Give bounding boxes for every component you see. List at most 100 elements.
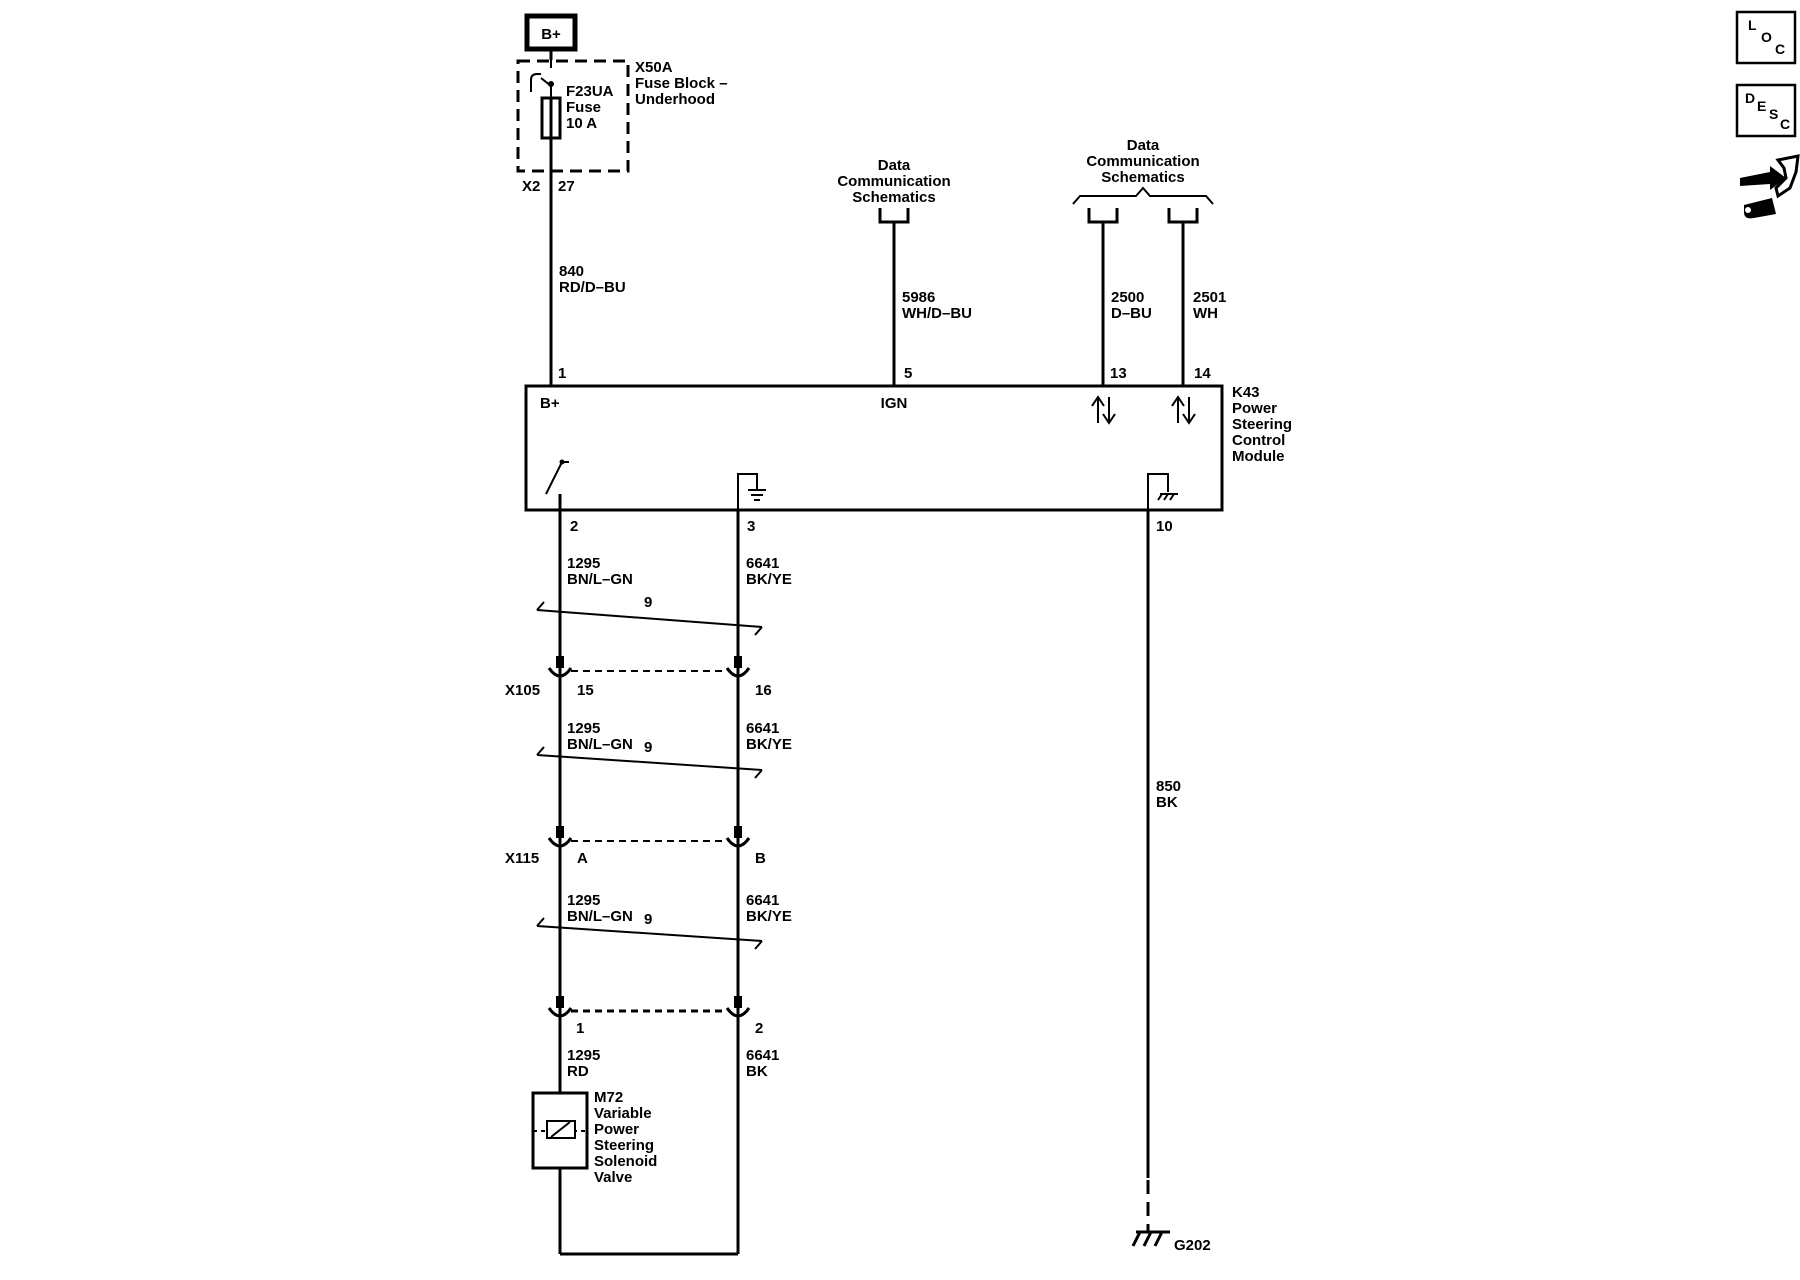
- desc-letter-s: S: [1769, 106, 1778, 122]
- fuse-word: Fuse: [566, 99, 601, 116]
- fuse-block-id: X50A: [635, 59, 673, 76]
- fuse-rating: 10 A: [566, 115, 597, 132]
- x105-right-pin: 16: [755, 682, 772, 699]
- connector-x105: X105 15 16: [505, 656, 772, 699]
- module-name-1: Power: [1232, 400, 1277, 417]
- x105-left-pin: 15: [577, 682, 594, 699]
- bidirectional-arrow-icon: [1171, 395, 1196, 425]
- chassis-ground-icon: [1147, 473, 1178, 510]
- data-comm-pair-line3: Schematics: [1101, 169, 1184, 186]
- seg4-right-circuit: 6641: [746, 1047, 779, 1064]
- fuse-block: X50A Fuse Block – Underhood F23UA Fuse 1…: [516, 59, 728, 195]
- seg1-twist: 9: [644, 594, 652, 611]
- twisted-pair-icon: [536, 746, 763, 779]
- module-ign-label: IGN: [881, 395, 908, 412]
- ground-id: G202: [1174, 1237, 1211, 1254]
- fuse-id: F23UA: [566, 83, 614, 100]
- valve-name-5: Valve: [594, 1169, 632, 1186]
- loc-letter-o: O: [1761, 29, 1772, 45]
- seg3-left-color: BN/L–GN: [567, 908, 633, 925]
- seg2-right-color: BK/YE: [746, 736, 792, 753]
- twisted-pair-icon: [536, 601, 763, 636]
- data-comm-pair-line1: Data: [1127, 137, 1160, 154]
- wire-2501-color: WH: [1193, 305, 1218, 322]
- module-pin-10: 10: [1156, 518, 1173, 535]
- module-id: K43: [1232, 384, 1260, 401]
- seg4-left-color: RD: [567, 1063, 589, 1080]
- desc-letter-e: E: [1757, 98, 1766, 114]
- x105-id: X105: [505, 682, 540, 699]
- valve-name-1: Variable: [594, 1105, 652, 1122]
- loc-letter-c: C: [1775, 41, 1785, 57]
- twisted-pair-icon: [536, 917, 763, 950]
- seg3-left-circuit: 1295: [567, 892, 600, 909]
- ground-circuit: 850 BK G202: [1131, 510, 1211, 1254]
- wire-850-color: BK: [1156, 794, 1178, 811]
- x115-right-pin: B: [755, 850, 766, 867]
- loc-button[interactable]: L O C: [1735, 10, 1797, 65]
- signal-ground-icon: [737, 473, 766, 510]
- data-comm-pair-reference: Data Communication Schematics: [1072, 137, 1214, 224]
- x115-id: X115: [505, 850, 539, 867]
- seg2-right-circuit: 6641: [746, 720, 779, 737]
- power-label: B+: [541, 26, 561, 43]
- valve-name-3: Steering: [594, 1137, 654, 1154]
- loc-letter-l: L: [1748, 17, 1757, 33]
- module-bplus-label: B+: [540, 395, 560, 412]
- data-comm-line2: Communication: [837, 173, 950, 190]
- seg2-left-color: BN/L–GN: [567, 736, 633, 753]
- seg1-left-circuit: 1295: [567, 555, 600, 572]
- seg3-twist: 9: [644, 911, 652, 928]
- wire-850-circuit: 850: [1156, 778, 1181, 795]
- seg1-left-color: BN/L–GN: [567, 571, 633, 588]
- wire-5986-circuit: 5986: [902, 289, 935, 306]
- wire-2500-circuit: 2500: [1111, 289, 1144, 306]
- valve-left-pin: 1: [576, 1020, 584, 1037]
- fuse-block-name-2: Underhood: [635, 91, 715, 108]
- module-pin-14: 14: [1194, 365, 1211, 382]
- seg1-right-color: BK/YE: [746, 571, 792, 588]
- seg1-right-circuit: 6641: [746, 555, 779, 572]
- wire-5986-color: WH/D–BU: [902, 305, 972, 322]
- connector-repair-icon[interactable]: [1740, 154, 1800, 219]
- module-name-4: Module: [1232, 448, 1285, 465]
- wire-2500-color: D–BU: [1111, 305, 1152, 322]
- fuse-block-name: Fuse Block –: [635, 75, 728, 92]
- wire-840-color: RD/D–BU: [559, 279, 626, 296]
- valve-right-pin: 2: [755, 1020, 763, 1037]
- seg2-left-circuit: 1295: [567, 720, 600, 737]
- chassis-ground-icon: [1131, 1230, 1170, 1247]
- x115-left-pin: A: [577, 850, 588, 867]
- seg2-twist: 9: [644, 739, 652, 756]
- module-pin-3: 3: [747, 518, 755, 535]
- desc-letter-d: D: [1745, 90, 1755, 106]
- module-name-3: Control: [1232, 432, 1285, 449]
- driver-switch-icon: [545, 459, 569, 495]
- connector-valve: 1 2: [547, 996, 763, 1037]
- power-steering-module: 1 5 13 14 B+ IGN K43 Power Steering Co: [524, 365, 1292, 535]
- bidirectional-arrow-icon: [1091, 395, 1116, 425]
- data-comm-pair-line2: Communication: [1086, 153, 1199, 170]
- power-source: B+: [524, 13, 578, 60]
- data-comm-reference: Data Communication Schematics: [837, 157, 951, 224]
- desc-button[interactable]: D E S C: [1735, 83, 1797, 138]
- valve-id: M72: [594, 1089, 623, 1106]
- valve-name-4: Solenoid: [594, 1153, 657, 1170]
- wire-2501-circuit: 2501: [1193, 289, 1226, 306]
- data-comm-line3: Schematics: [852, 189, 935, 206]
- seg4-right-color: BK: [746, 1063, 768, 1080]
- module-pin-5: 5: [904, 365, 912, 382]
- desc-letter-c: C: [1780, 116, 1790, 132]
- seg3-right-circuit: 6641: [746, 892, 779, 909]
- fuse-connector-id: X2: [522, 178, 540, 195]
- seg4-left-circuit: 1295: [567, 1047, 600, 1064]
- data-comm-line1: Data: [878, 157, 911, 174]
- valve-name-2: Power: [594, 1121, 639, 1138]
- module-pin-1: 1: [558, 365, 566, 382]
- module-pin-13: 13: [1110, 365, 1127, 382]
- solenoid-valve: M72 Variable Power Steering Solenoid Val…: [531, 1089, 657, 1186]
- seg3-right-color: BK/YE: [746, 908, 792, 925]
- connector-x115: X115 A B: [505, 826, 766, 867]
- module-pin-2: 2: [570, 518, 578, 535]
